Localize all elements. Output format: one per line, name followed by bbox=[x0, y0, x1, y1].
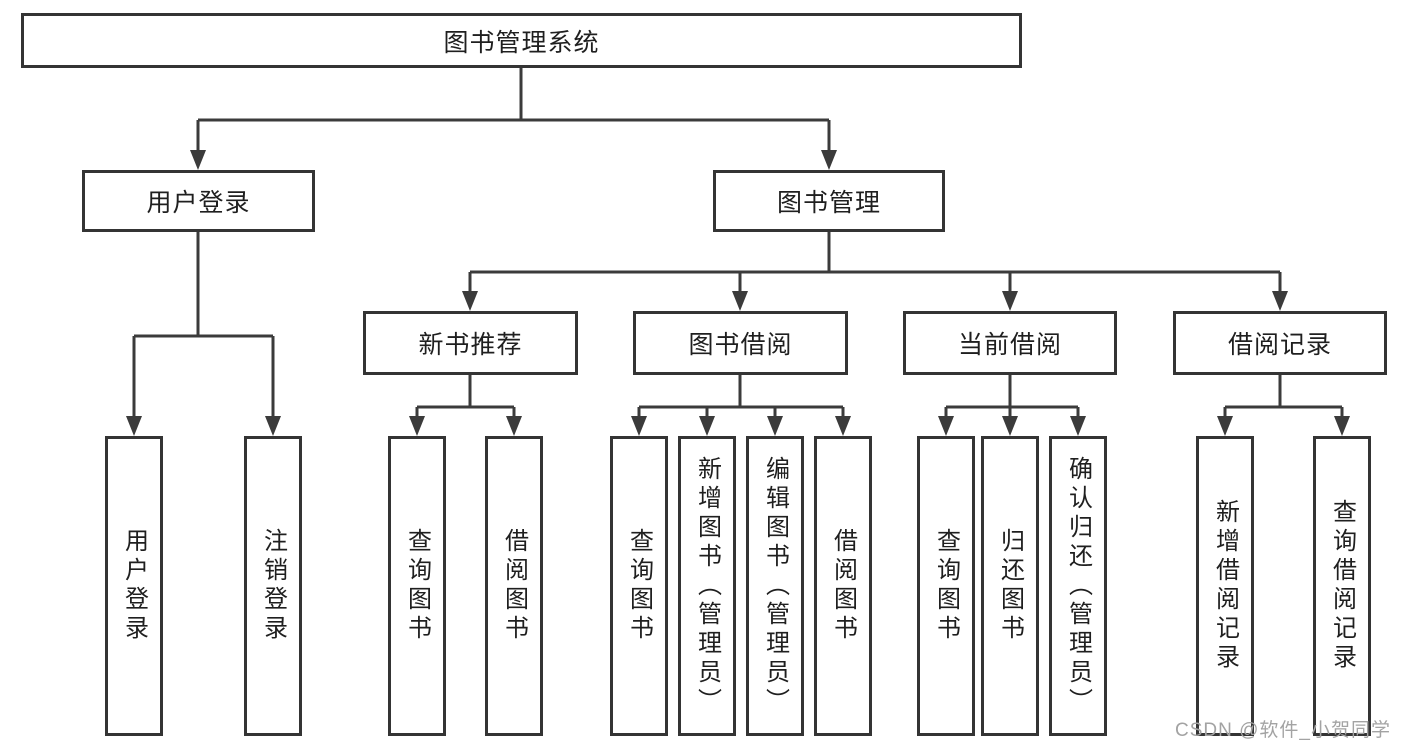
node-leaf-borrow-books-label: 借阅图书 bbox=[500, 528, 528, 644]
node-leaf-query-borrow-record: 查询借阅记录 bbox=[1313, 436, 1371, 736]
node-leaf-query-books-label: 查询图书 bbox=[625, 528, 653, 644]
node-book-borrowing: 图书借阅 bbox=[633, 311, 848, 375]
node-leaf-add-borrow-record-label: 新增借阅记录 bbox=[1211, 499, 1239, 673]
node-leaf-borrow-books: 借阅图书 bbox=[485, 436, 543, 736]
node-book-borrowing-label: 图书借阅 bbox=[688, 331, 793, 359]
node-leaf-user-login-label: 用户登录 bbox=[120, 528, 148, 644]
node-leaf-query-borrow-record-label: 查询借阅记录 bbox=[1328, 499, 1356, 673]
node-leaf-query-books: 查询图书 bbox=[610, 436, 668, 736]
node-leaf-return-book-label: 归还图书 bbox=[996, 528, 1024, 644]
node-leaf-query-books: 查询图书 bbox=[388, 436, 446, 736]
watermark: CSDN @软件_小贺同学 bbox=[1175, 720, 1391, 741]
node-current-borrowing-label: 当前借阅 bbox=[957, 331, 1062, 359]
node-leaf-borrow-books-label: 借阅图书 bbox=[829, 528, 857, 644]
node-leaf-confirm-return-admin: 确认归还（管理员） bbox=[1049, 436, 1107, 736]
node-leaf-add-book-admin: 新增图书（管理员） bbox=[678, 436, 736, 736]
node-borrowing-records-label: 借阅记录 bbox=[1227, 331, 1332, 359]
node-leaf-logout: 注销登录 bbox=[244, 436, 302, 736]
node-leaf-query-books-label: 查询图书 bbox=[932, 528, 960, 644]
node-leaf-confirm-return-admin-label: 确认归还（管理员） bbox=[1064, 455, 1092, 717]
node-leaf-query-books: 查询图书 bbox=[917, 436, 975, 736]
node-root-label: 图书管理系统 bbox=[443, 28, 600, 57]
node-leaf-add-borrow-record: 新增借阅记录 bbox=[1196, 436, 1254, 736]
node-book-management: 图书管理 bbox=[713, 170, 945, 232]
node-user-login-label: 用户登录 bbox=[146, 189, 251, 217]
node-leaf-add-book-admin-label: 新增图书（管理员） bbox=[693, 455, 721, 717]
node-leaf-edit-book-admin-label: 编辑图书（管理员） bbox=[761, 455, 789, 717]
node-root-system: 图书管理系统 bbox=[21, 13, 1022, 68]
node-leaf-logout-label: 注销登录 bbox=[259, 528, 287, 644]
node-new-book-recommendation-label: 新书推荐 bbox=[418, 331, 523, 359]
arrowhead-icons bbox=[126, 150, 1350, 436]
tree-branch-lines bbox=[132, 68, 1344, 420]
node-user-login: 用户登录 bbox=[82, 170, 315, 232]
node-leaf-user-login: 用户登录 bbox=[105, 436, 163, 736]
node-leaf-return-book: 归还图书 bbox=[981, 436, 1039, 736]
node-book-management-label: 图书管理 bbox=[776, 189, 881, 217]
node-borrowing-records: 借阅记录 bbox=[1173, 311, 1387, 375]
node-leaf-query-books-label: 查询图书 bbox=[403, 528, 431, 644]
node-leaf-edit-book-admin: 编辑图书（管理员） bbox=[746, 436, 804, 736]
node-leaf-borrow-books: 借阅图书 bbox=[814, 436, 872, 736]
node-current-borrowing: 当前借阅 bbox=[903, 311, 1117, 375]
node-new-book-recommendation: 新书推荐 bbox=[363, 311, 578, 375]
